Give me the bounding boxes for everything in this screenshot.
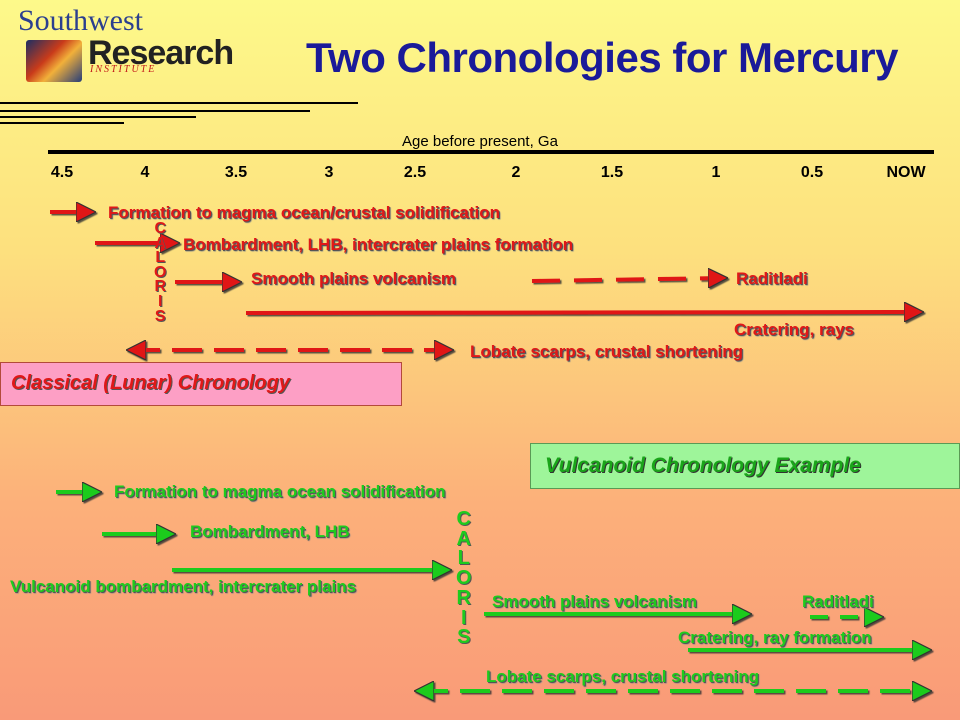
- classical-formation-label: Formation to magma ocean/crustal solidif…: [108, 203, 501, 222]
- decor-line: [0, 122, 124, 124]
- tick-label: 2.5: [403, 164, 427, 181]
- vulcanoid-intercrater-label: Vulcanoid bombardment, intercrater plain…: [10, 577, 357, 596]
- vulcanoid-bombardment-label: Bombardment, LHB: [190, 522, 350, 541]
- classical-smooth-plains-label: Smooth plains volcanism: [251, 269, 456, 288]
- logo-image: [26, 40, 82, 82]
- classical-smooth-plains-dashed-arrow: [531, 278, 724, 281]
- swri-logo: Southwest Research INSTITUTE: [14, 4, 234, 82]
- tick-label: 2: [511, 164, 521, 181]
- vulcanoid-formation-label: Formation to magma ocean solidification: [114, 482, 446, 501]
- classical-chronology-label: Classical (Lunar) Chronology: [11, 372, 290, 394]
- age-axis-line: [48, 150, 934, 154]
- classical-chronology-box: Classical (Lunar) Chronology: [0, 362, 402, 406]
- vulcanoid-caloris-vertical-label: C A L O R I S: [456, 508, 472, 649]
- decor-line: [0, 102, 358, 104]
- vulcanoid-smooth-plains-label: Smooth plains volcanism: [492, 592, 697, 611]
- vulcanoid-chronology-box: Vulcanoid Chronology Example: [530, 443, 960, 489]
- vulcanoid-chronology-label: Vulcanoid Chronology Example: [545, 454, 861, 477]
- decor-line: [0, 110, 310, 112]
- classical-cratering-label: Cratering, rays: [734, 320, 854, 339]
- classical-lobate-label: Lobate scarps, crustal shortening: [470, 342, 744, 361]
- vulcanoid-raditladi-label: Raditladi: [802, 592, 874, 611]
- tick-label: 4.5: [50, 164, 74, 181]
- classical-raditladi-label: Raditladi: [736, 269, 808, 288]
- page-title: Two Chronologies for Mercury: [306, 34, 898, 81]
- tick-label: 3: [324, 164, 334, 181]
- logo-institute-text: INSTITUTE: [90, 64, 157, 75]
- classical-cratering-arrow: [245, 312, 920, 313]
- tick-label: 0.5: [800, 164, 824, 181]
- vulcanoid-cratering-label: Cratering, ray formation: [678, 628, 872, 647]
- vulcanoid-lobate-label: Lobate scarps, crustal shortening: [486, 667, 760, 686]
- classical-caloris-vertical-label: C A L O R I S: [154, 220, 167, 325]
- logo-research-text: Research: [88, 34, 234, 72]
- logo-southwest-text: Southwest: [18, 4, 144, 37]
- axis-title: Age before present, Ga: [402, 133, 558, 150]
- tick-label: 4: [140, 164, 150, 181]
- decor-line: [0, 116, 196, 118]
- tick-label: 3.5: [224, 164, 248, 181]
- classical-bombardment-label: Bombardment, LHB, intercrater plains for…: [183, 235, 574, 254]
- tick-label: NOW: [886, 164, 926, 181]
- tick-label: 1: [711, 164, 721, 181]
- tick-label: 1.5: [600, 164, 624, 181]
